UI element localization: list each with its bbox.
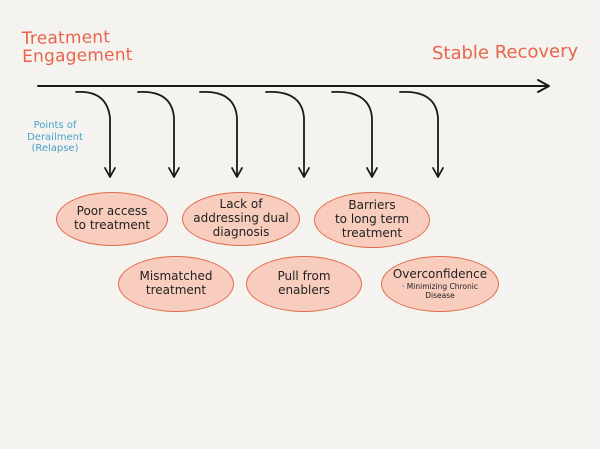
- bubble-dual-diagnosis: Lack of addressing dual diagnosis: [182, 192, 300, 246]
- timeline-arrowhead: [537, 79, 550, 93]
- bubble-note: · Minimizing Chronic: [402, 281, 478, 291]
- bubble-line: Lack of: [219, 197, 263, 212]
- derailment-arrowhead-3: [231, 167, 243, 178]
- derailment-arrow-1: [75, 91, 111, 177]
- start-label: Treatment Engagement: [21, 27, 133, 67]
- start-label-line-2: Engagement: [21, 44, 133, 67]
- derailment-label: Points of Derailment (Relapse): [20, 120, 90, 155]
- bubble-enablers: Pull from enablers: [246, 256, 362, 312]
- bubble-line: Poor access: [76, 204, 148, 219]
- derailment-arrowhead-1: [104, 167, 116, 178]
- derailment-arrow-2: [137, 91, 175, 177]
- bubble-line: to treatment: [73, 218, 151, 232]
- derailment-arrow-4: [265, 91, 305, 177]
- derailment-arrow-5: [331, 91, 373, 177]
- bubble-line: Overconfidence: [392, 267, 488, 282]
- bubble-line: to long term: [334, 212, 410, 227]
- derailment-arrowhead-2: [168, 167, 180, 178]
- bubble-line: diagnosis: [212, 224, 270, 239]
- bubble-line: Barriers: [348, 198, 396, 213]
- bubble-line: addressing dual: [193, 211, 289, 226]
- derailment-label-line-2: Derailment: [27, 131, 83, 143]
- bubble-line: Pull from: [277, 269, 331, 284]
- derailment-arrowhead-5: [366, 167, 378, 178]
- bubble-line: treatment: [341, 225, 403, 240]
- bubble-overconfidence: Overconfidence · Minimizing Chronic Dise…: [381, 256, 499, 312]
- bubble-line: treatment: [145, 283, 207, 297]
- bubble-note: Disease: [425, 290, 455, 300]
- derailment-arrow-3: [199, 91, 238, 177]
- derailment-arrowhead-4: [298, 167, 310, 178]
- bubble-barriers: Barriers to long term treatment: [314, 192, 430, 248]
- bubble-line: enablers: [278, 283, 330, 297]
- bubble-poor-access: Poor access to treatment: [56, 192, 168, 246]
- end-label: Stable Recovery: [431, 40, 579, 65]
- derailment-arrow-6: [399, 91, 439, 177]
- derailment-arrowhead-6: [432, 167, 444, 178]
- derailment-label-line-1: Points of: [33, 120, 77, 131]
- derailment-label-line-3: (Relapse): [31, 143, 79, 154]
- bubble-mismatched: Mismatched treatment: [118, 256, 234, 312]
- bubble-line: Mismatched: [139, 269, 213, 284]
